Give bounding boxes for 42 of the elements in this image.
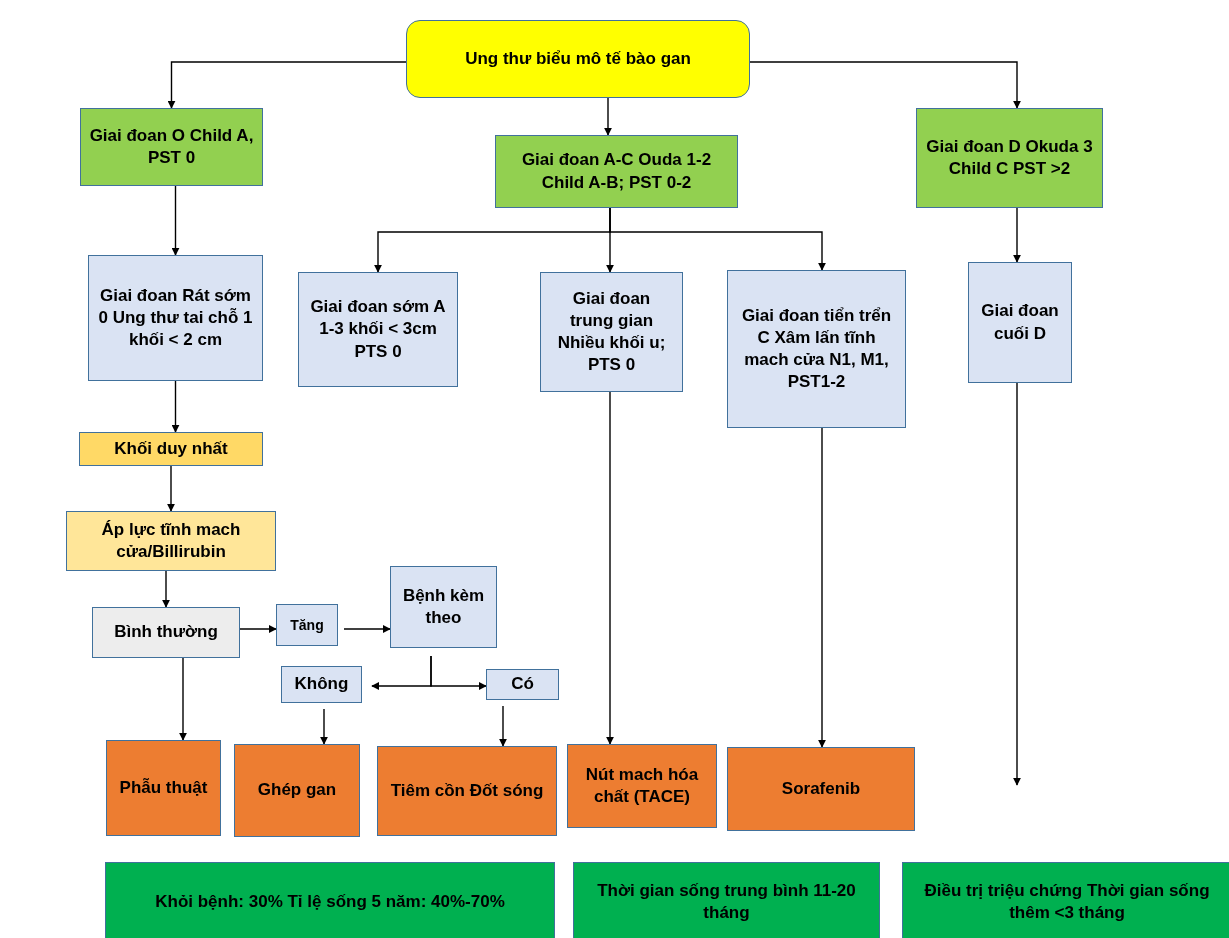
title-box: Ung thư biểu mô tế bào gan [406,20,750,98]
arrow [162,570,170,608]
arrow [499,705,507,747]
process-box: Giai đoan trung gian Nhiều khối u; PTS 0 [540,272,683,392]
process-box: Bình thường [92,607,240,658]
treatment-box: Sorafenib [727,747,915,831]
stage-box: Giai đoan D Okuda 3 Child C PST >2 [916,108,1103,208]
arrow [430,655,487,690]
outcome-box: Điều trị triệu chứng Thời gian sống thêm <3 tháng [902,862,1229,938]
treatment-box: Ghép gan [234,744,360,837]
arrow [343,625,391,633]
process-box: Bệnh kèm theo [390,566,497,648]
arrow [320,708,328,745]
treatment-box: Nút mach hóa chất (TACE) [567,744,717,828]
treatment-box: Phẫu thuật [106,740,221,836]
arrow [609,207,826,271]
arrow [167,465,175,512]
arrow [1013,382,1021,786]
arrow [179,657,187,741]
outcome-box: Khỏi bệnh: 30% Tỉ lệ sống 5 năm: 40%-70% [105,862,555,938]
process-box: Không [281,666,362,703]
arrow [239,625,277,633]
outcome-box: Thời gian sống trung bình 11-20 tháng [573,862,880,938]
arrow [604,97,612,136]
process-box: Giai đoan Rát sớm 0 Ung thư tai chỗ 1 khối < 2 cm [88,255,263,381]
process-box: Có [486,669,559,700]
arrow [1013,207,1021,263]
process-box: Giai đoan cuối D [968,262,1072,383]
stage-box: Giai đoan A-C Ouda 1-2 Child A-B; PST 0-2 [495,135,738,208]
process-box: Giai đoan sớm A 1-3 khối < 3cm PTS 0 [298,272,458,387]
arrow [818,427,826,748]
treatment-box: Tiêm cồn Đốt sóng [377,746,557,836]
process-box: Giai đoan tiển trển C Xâm lấn tĩnh mach cửa N1, M1, PST1-2 [727,270,906,428]
arrow [171,185,180,256]
process-box: Tăng [276,604,338,646]
arrow [606,391,614,745]
process-box: Khối duy nhất [79,432,263,466]
process-box: Áp lực tĩnh mach cửa/Billirubin [66,511,276,571]
arrow [749,61,1021,109]
stage-box: Giai đoan O Child A, PST 0 [80,108,263,186]
arrow [167,61,407,109]
arrow [171,380,180,433]
